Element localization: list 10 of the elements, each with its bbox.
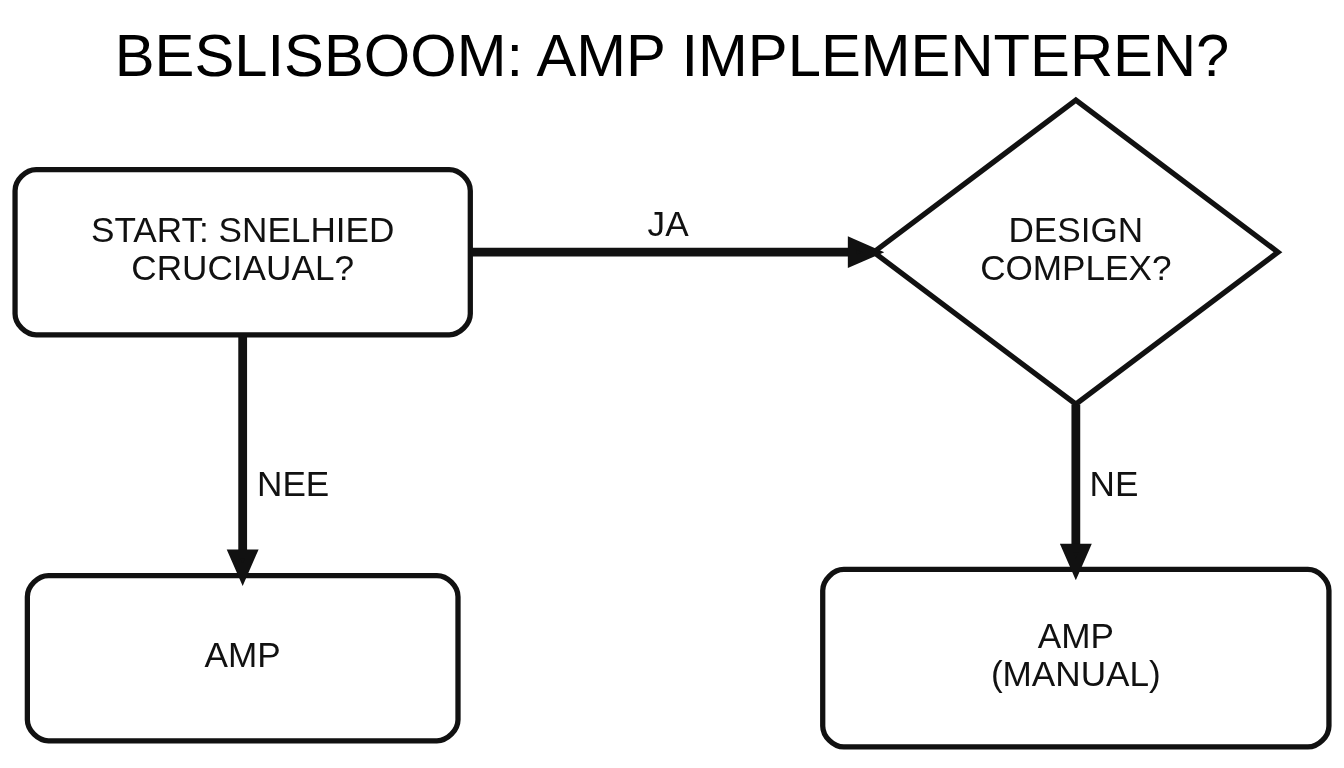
node-box: AMP: [24, 572, 461, 744]
edge-label: NEE: [257, 463, 330, 503]
arrow: [1059, 404, 1092, 581]
edge-label: JA: [647, 204, 687, 244]
diagram-title: BESLISBOOM: AMP IMPLEMENTEREN?: [114, 21, 1230, 89]
node-box: START: SNELHIED CRUCIAUAL?: [12, 166, 473, 338]
arrow: [226, 334, 259, 586]
node-box: AMP (MANUAL): [820, 566, 1332, 750]
arrow: [470, 236, 885, 269]
edge-label: NE: [1089, 463, 1139, 503]
